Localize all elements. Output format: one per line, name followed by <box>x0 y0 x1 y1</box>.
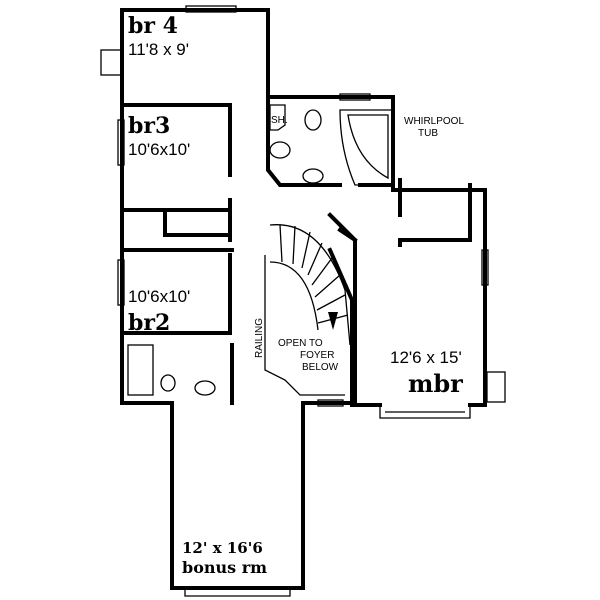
open-label-1: OPEN TO <box>278 338 323 349</box>
br4-name: br 4 <box>128 13 178 39</box>
mbr-name: mbr <box>408 369 463 398</box>
br2-name: br2 <box>128 310 170 336</box>
br4-size: 11'8 x 9' <box>128 40 189 59</box>
bonus-size: 12' x 16'6 <box>182 539 263 557</box>
br2-size: 10'6x10' <box>128 287 190 306</box>
bonus-name: bonus rm <box>182 558 267 577</box>
open-label-3: BELOW <box>302 362 339 373</box>
notes: SH. WHIRLPOOL TUB RAILING OPEN TO FOYER … <box>254 115 464 373</box>
mbr-size: 12'6 x 15' <box>390 348 462 367</box>
stair <box>264 224 351 396</box>
chimneys <box>100 49 506 403</box>
fixtures <box>127 104 393 396</box>
tub-label-1: WHIRLPOOL <box>404 116 464 127</box>
railing-label: RAILING <box>254 318 265 358</box>
tub-label-2: TUB <box>418 128 438 139</box>
br3-size: 10'6x10' <box>128 140 190 159</box>
br3-name: br3 <box>128 113 170 139</box>
open-label-2: FOYER <box>300 350 334 361</box>
room-labels: br 4 11'8 x 9' br3 10'6x10' 10'6x10' br2… <box>128 13 463 577</box>
windows <box>117 5 489 597</box>
shower-label: SH. <box>271 115 288 126</box>
